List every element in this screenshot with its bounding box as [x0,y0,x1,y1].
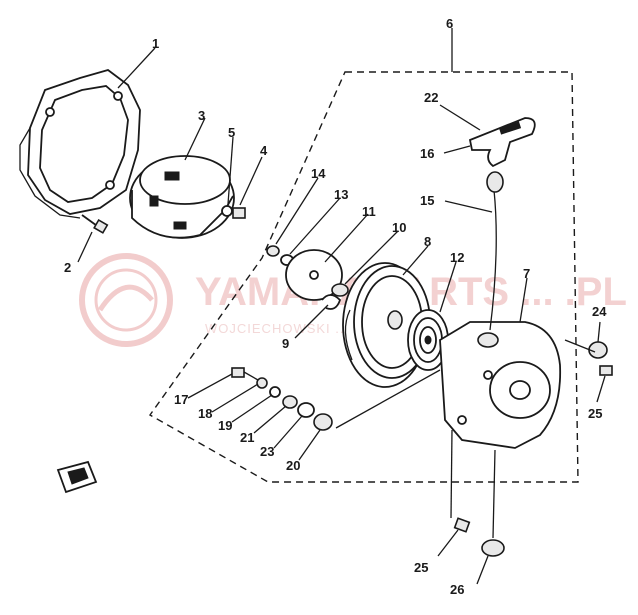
part-25-bolt-bottom [453,517,471,533]
callout-22: 22 [424,90,438,105]
callout-11: 11 [362,204,376,219]
callout-21: 21 [240,430,254,445]
callout-8: 8 [424,234,431,249]
kit-boundary [148,71,579,483]
callout-18: 18 [198,406,212,421]
part-8-reel [342,262,431,388]
part-9-clip [321,294,342,310]
part-4-bolt [232,207,246,219]
callout-26: 26 [450,582,464,597]
callout-1: 1 [152,36,159,51]
part-2-bolt [81,214,109,234]
callout-4: 4 [260,143,268,158]
part-10-spring [331,283,349,297]
part-14-nut [266,245,280,257]
part-26-cap [481,539,505,557]
part-18-washer [256,377,268,389]
callout-25-bottom: 25 [414,560,428,575]
callout-25-right: 25 [588,406,602,421]
part-16-handle [468,117,536,168]
callout-14: 14 [311,166,326,181]
callout-20: 20 [286,458,300,473]
part-20-nut [313,413,333,431]
callout-23: 23 [260,444,274,459]
callout-3: 3 [198,108,205,123]
callout-15: 15 [420,193,434,208]
callout-5: 5 [228,125,235,140]
callout-2: 2 [64,260,71,275]
callout-13: 13 [334,187,348,202]
callout-7: 7 [523,266,530,281]
callout-17: 17 [174,392,188,407]
part-3-pulley [129,155,235,239]
part-21-collar [282,395,298,409]
callout-10: 10 [392,220,406,235]
part-11-plate [285,249,343,301]
callout-16: 16 [420,146,434,161]
part-15-rope [489,189,497,331]
bracket-icon [56,460,98,494]
callout-12: 12 [450,250,464,265]
part-12-spring [407,309,449,371]
part-23-bushing [297,402,315,418]
callout-19: 19 [218,418,232,433]
callout-labels: 1 2 3 4 5 6 7 8 9 10 11 12 13 14 15 16 1… [64,16,607,597]
part-17-bolt [231,367,259,381]
part-5-washer [221,205,233,217]
part-25-bolt-right [599,365,613,376]
callout-24: 24 [592,304,607,319]
watermark-logo-icon [79,253,173,347]
part-7-case [439,321,562,449]
callout-6: 6 [446,16,453,31]
leader-lines [77,28,606,585]
part-1-cover [19,69,141,219]
callout-9: 9 [282,336,289,351]
part-19-washer [269,386,281,398]
